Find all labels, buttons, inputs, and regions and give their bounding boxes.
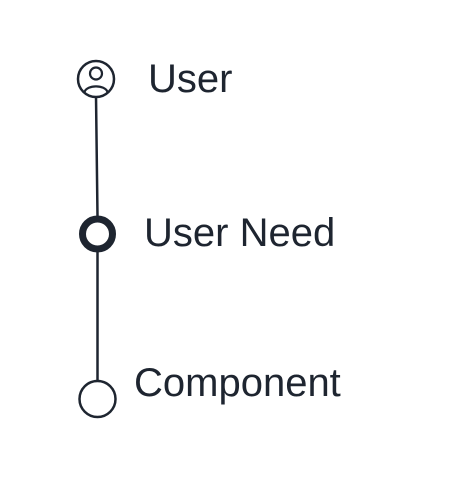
user-icon (76, 59, 116, 99)
thick-ring-icon (79, 215, 116, 253)
hollow-circle-icon (78, 379, 117, 419)
node-component-label: Component (134, 361, 341, 405)
node-component[interactable]: Component (78, 361, 341, 419)
node-user-need-label: User Need (144, 211, 335, 255)
edge-user-to-user-need (94, 94, 99, 218)
node-user[interactable]: User (76, 57, 232, 101)
node-user-label: User (148, 57, 232, 101)
node-user-need[interactable]: User Need (79, 211, 336, 255)
